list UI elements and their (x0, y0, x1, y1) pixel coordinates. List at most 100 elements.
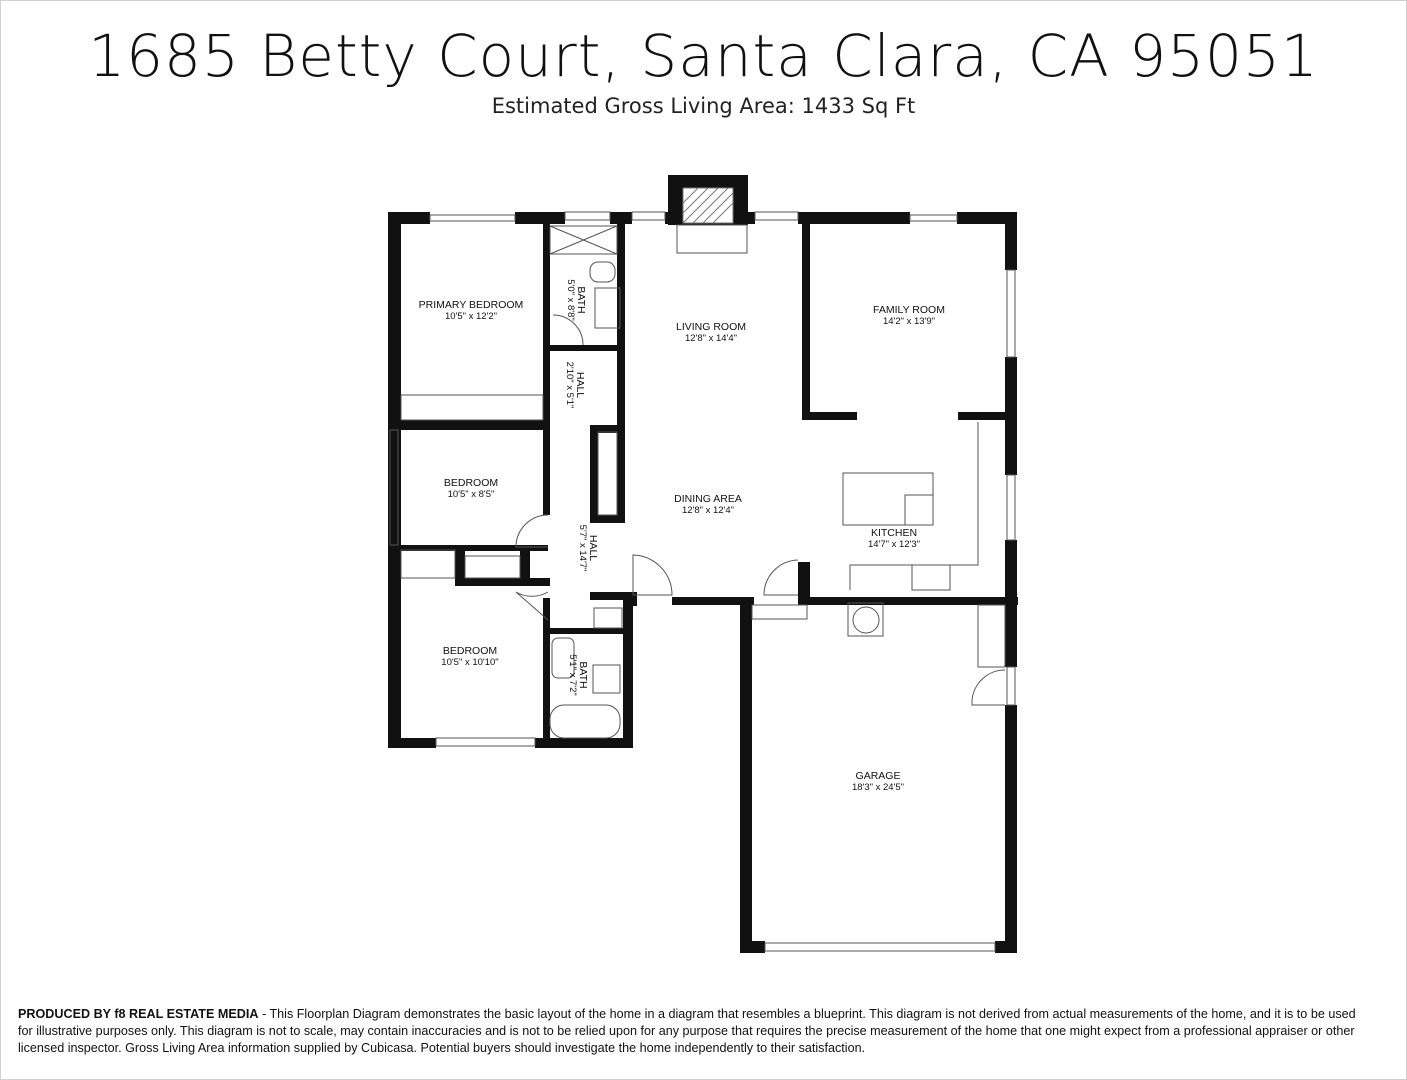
kitchen-island (842, 472, 934, 526)
wall-south-2 (535, 738, 633, 748)
wall-bath-south (543, 345, 623, 351)
room-dim-hall-2: 5'7" x 14'7" (577, 525, 588, 572)
wall-bath2-north (550, 628, 625, 634)
window-bedroom-2 (435, 737, 536, 747)
producer-credit: PRODUCED BY f8 REAL ESTATE MEDIA (18, 1007, 259, 1021)
chimney-hatch (682, 187, 734, 224)
wall-north-3 (610, 212, 632, 224)
room-dim-family-room: 14'2" x 13'9" (883, 316, 935, 327)
window-family-east (1006, 269, 1016, 358)
island-sink (904, 494, 934, 526)
floorplan-diagram: PRIMARY BEDROOM 10'5" x 12'2" BATH 5'0" … (388, 175, 1018, 953)
wall-bath-west (543, 222, 550, 427)
wall-closet-west (455, 545, 465, 585)
stove (911, 564, 951, 591)
window-kitchen (1006, 474, 1016, 541)
wall-east-1 (1005, 212, 1017, 270)
wall-north-5 (798, 212, 910, 224)
wall-bed1-north (388, 420, 548, 430)
wall-hall-col-b (590, 515, 625, 523)
room-dim-bath-1: 5'0" x 8'8" (565, 279, 576, 321)
hearth (676, 224, 748, 254)
room-labels: PRIMARY BEDROOM 10'5" x 12'2" BATH 5'0" … (419, 279, 945, 793)
wall-hall-east (590, 425, 625, 433)
door-bath-1 (552, 314, 584, 346)
wall-family-south-2 (958, 412, 1013, 420)
wall-garage-south-1 (740, 941, 765, 953)
window-living-1 (631, 211, 666, 221)
door-garage (971, 669, 1006, 706)
shower-x2 (549, 225, 618, 255)
sink-1 (594, 287, 621, 329)
wall-north-2 (515, 212, 565, 224)
room-name-family-room: FAMILY ROOM (873, 304, 945, 316)
sink-2 (592, 664, 621, 694)
wall-north-1 (388, 212, 430, 224)
door-kitchen (763, 559, 799, 596)
wall-west (388, 212, 401, 747)
window-garage (1006, 666, 1016, 706)
room-dim-kitchen: 14'7" x 12'3" (868, 539, 920, 550)
wall-hall-col (590, 425, 598, 522)
wall-bath2-east (623, 598, 633, 748)
wall-east-3 (1005, 540, 1017, 610)
wall-garage-south-2 (995, 941, 1017, 953)
water-heater-circle (852, 606, 880, 634)
garage-step (751, 604, 808, 620)
wall-living-west (617, 222, 625, 522)
toilet-1 (589, 261, 616, 283)
door-bedroom-1 (515, 514, 549, 548)
toilet-2 (551, 637, 575, 679)
disclaimer-text: - This Floorplan Diagram demonstrates th… (18, 1007, 1356, 1055)
room-dim-bedroom-1: 10'5" x 8'5" (448, 489, 495, 500)
closet-bedroom-2 (464, 555, 521, 579)
door-dining (632, 554, 673, 596)
room-name-hall-1: HALL (574, 372, 586, 398)
closet-hall (597, 431, 618, 516)
room-dim-bedroom-2: 10'5" x 10'10" (441, 657, 498, 668)
room-name-dining-area: DINING AREA (674, 493, 742, 505)
room-dim-primary-bedroom: 10'5" x 12'2" (445, 311, 497, 322)
wall-garage-east-2 (1005, 705, 1017, 953)
walls (388, 175, 1018, 953)
wall-garage-east-1 (1005, 597, 1017, 667)
wall-south-1 (388, 738, 436, 748)
wall-family-west (802, 212, 810, 420)
door-bedroom-2 (515, 591, 549, 621)
shower (549, 225, 618, 255)
wall-bed1-east (543, 425, 550, 515)
wall-bed2-north (455, 578, 550, 586)
wall-bed1-south (388, 545, 548, 551)
room-name-living-room: LIVING ROOM (676, 321, 746, 333)
page-title: 1685 Betty Court, Santa Clara, CA 95051 (88, 22, 1319, 90)
wall-garage-west (740, 597, 752, 953)
bathtub (549, 704, 621, 739)
garage-door (764, 942, 996, 952)
wall-closet-hall (590, 592, 625, 600)
window-bath (564, 211, 611, 221)
page-subtitle: Estimated Gross Living Area: 1433 Sq Ft (491, 94, 916, 118)
wall-dining-sw (625, 592, 637, 606)
room-dim-dining-area: 12'8" x 12'4" (682, 505, 734, 516)
room-name-bath-1: BATH (575, 286, 587, 313)
window-living-2 (754, 211, 799, 221)
window-bedroom-1 (389, 429, 399, 546)
wall-bed2-east (543, 598, 550, 748)
window-family (909, 214, 958, 222)
room-dim-living-room: 12'8" x 14'4" (685, 333, 737, 344)
wall-kitchen-south (798, 597, 1018, 605)
room-dim-hall-1: 2'10" x 5'1" (564, 362, 575, 409)
water-heater (847, 602, 884, 637)
closet-bedroom (400, 549, 456, 579)
room-name-bedroom-1: BEDROOM (444, 477, 498, 489)
room-name-kitchen: KITCHEN (871, 527, 917, 539)
room-name-hall-2: HALL (587, 535, 599, 561)
openings (389, 211, 1016, 952)
wall-family-south-1 (802, 412, 857, 420)
garage-shelf (977, 604, 1006, 668)
wall-dining-south (672, 597, 754, 605)
closet-primary (400, 394, 544, 421)
room-name-primary-bedroom: PRIMARY BEDROOM (419, 299, 524, 311)
wall-north-6 (957, 212, 1017, 224)
room-dim-garage: 18'3" x 24'5" (852, 782, 904, 793)
